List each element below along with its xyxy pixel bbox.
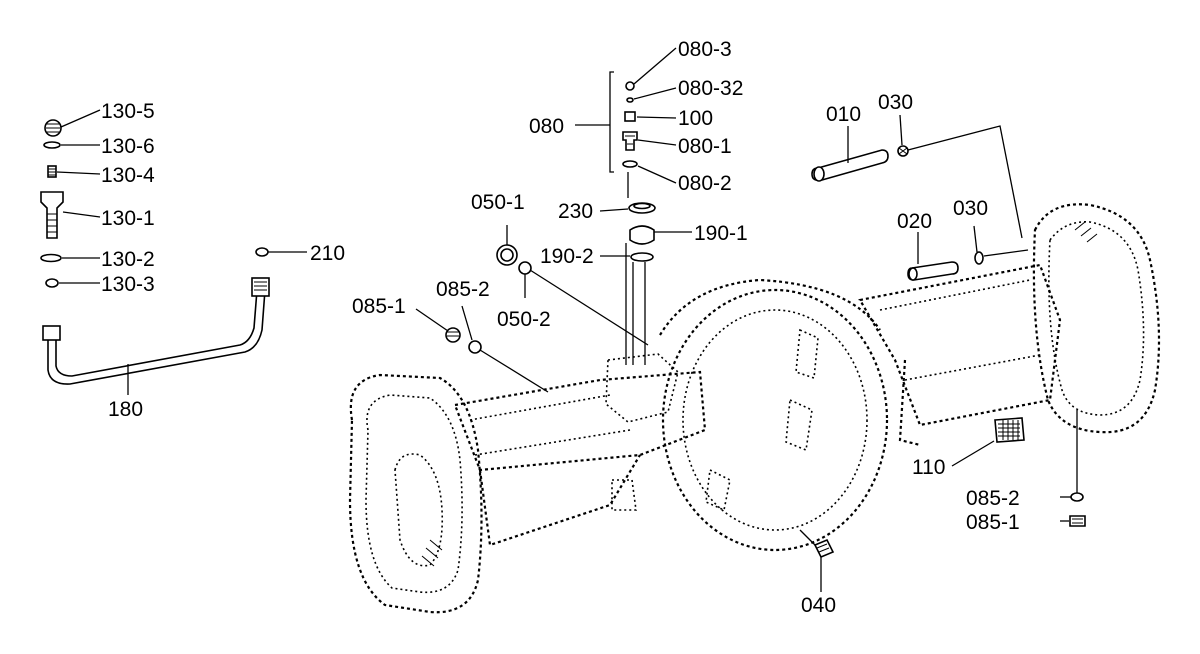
- label-130-3: 130-3: [101, 273, 155, 296]
- label-130-6: 130-6: [101, 135, 155, 158]
- label-130-1: 130-1: [101, 207, 155, 230]
- left-hub: [348, 373, 483, 614]
- label-110: 110: [912, 456, 945, 479]
- label-210: 210: [310, 242, 345, 265]
- pin-010: [811, 145, 909, 182]
- label-020: 020: [897, 210, 932, 233]
- label-030-mid: 030: [953, 197, 988, 220]
- label-085-2-right: 085-2: [966, 487, 1020, 510]
- left-arm: [453, 370, 707, 547]
- parts: [40, 81, 1086, 559]
- pin-020: [907, 251, 984, 281]
- plug-085-right: [1069, 492, 1086, 527]
- label-080-1: 080-1: [678, 135, 732, 158]
- label-050-1: 050-1: [471, 191, 525, 214]
- pipe-180: [42, 247, 270, 385]
- label-230: 230: [558, 200, 593, 223]
- axle-housing: [348, 203, 1161, 614]
- label-080-32: 080-32: [678, 77, 743, 100]
- label-085-1-left: 085-1: [352, 295, 406, 318]
- label-040: 040: [801, 594, 836, 617]
- label-100: 100: [678, 107, 713, 130]
- plate-110: [994, 417, 1025, 443]
- label-080-3: 080-3: [678, 38, 732, 61]
- fitting-130-stack: [40, 119, 64, 288]
- part-labels: 080-3 080-32 080 100 080-1 080-2 230 190…: [101, 38, 1020, 617]
- label-030-top: 030: [878, 91, 913, 114]
- plug-040: [813, 538, 835, 559]
- label-130-2: 130-2: [101, 248, 155, 271]
- label-130-5: 130-5: [101, 100, 155, 123]
- label-080-2: 080-2: [678, 172, 732, 195]
- label-180: 180: [108, 398, 143, 421]
- label-050-2: 050-2: [497, 308, 551, 331]
- leader-lines: [56, 47, 1078, 592]
- label-190-1: 190-1: [694, 222, 748, 245]
- label-080: 080: [529, 115, 564, 138]
- label-085-2-left: 085-2: [436, 278, 490, 301]
- label-085-1-right: 085-1: [966, 511, 1020, 534]
- label-010: 010: [826, 103, 861, 126]
- fitting-080-stack: [622, 81, 656, 262]
- right-arm: [858, 263, 1062, 447]
- plug-085-left: [445, 327, 482, 354]
- center-housing: [605, 278, 889, 552]
- plug-050: [496, 244, 532, 275]
- label-130-4: 130-4: [101, 164, 155, 187]
- label-190-2: 190-2: [540, 245, 594, 268]
- right-hub: [1032, 203, 1161, 434]
